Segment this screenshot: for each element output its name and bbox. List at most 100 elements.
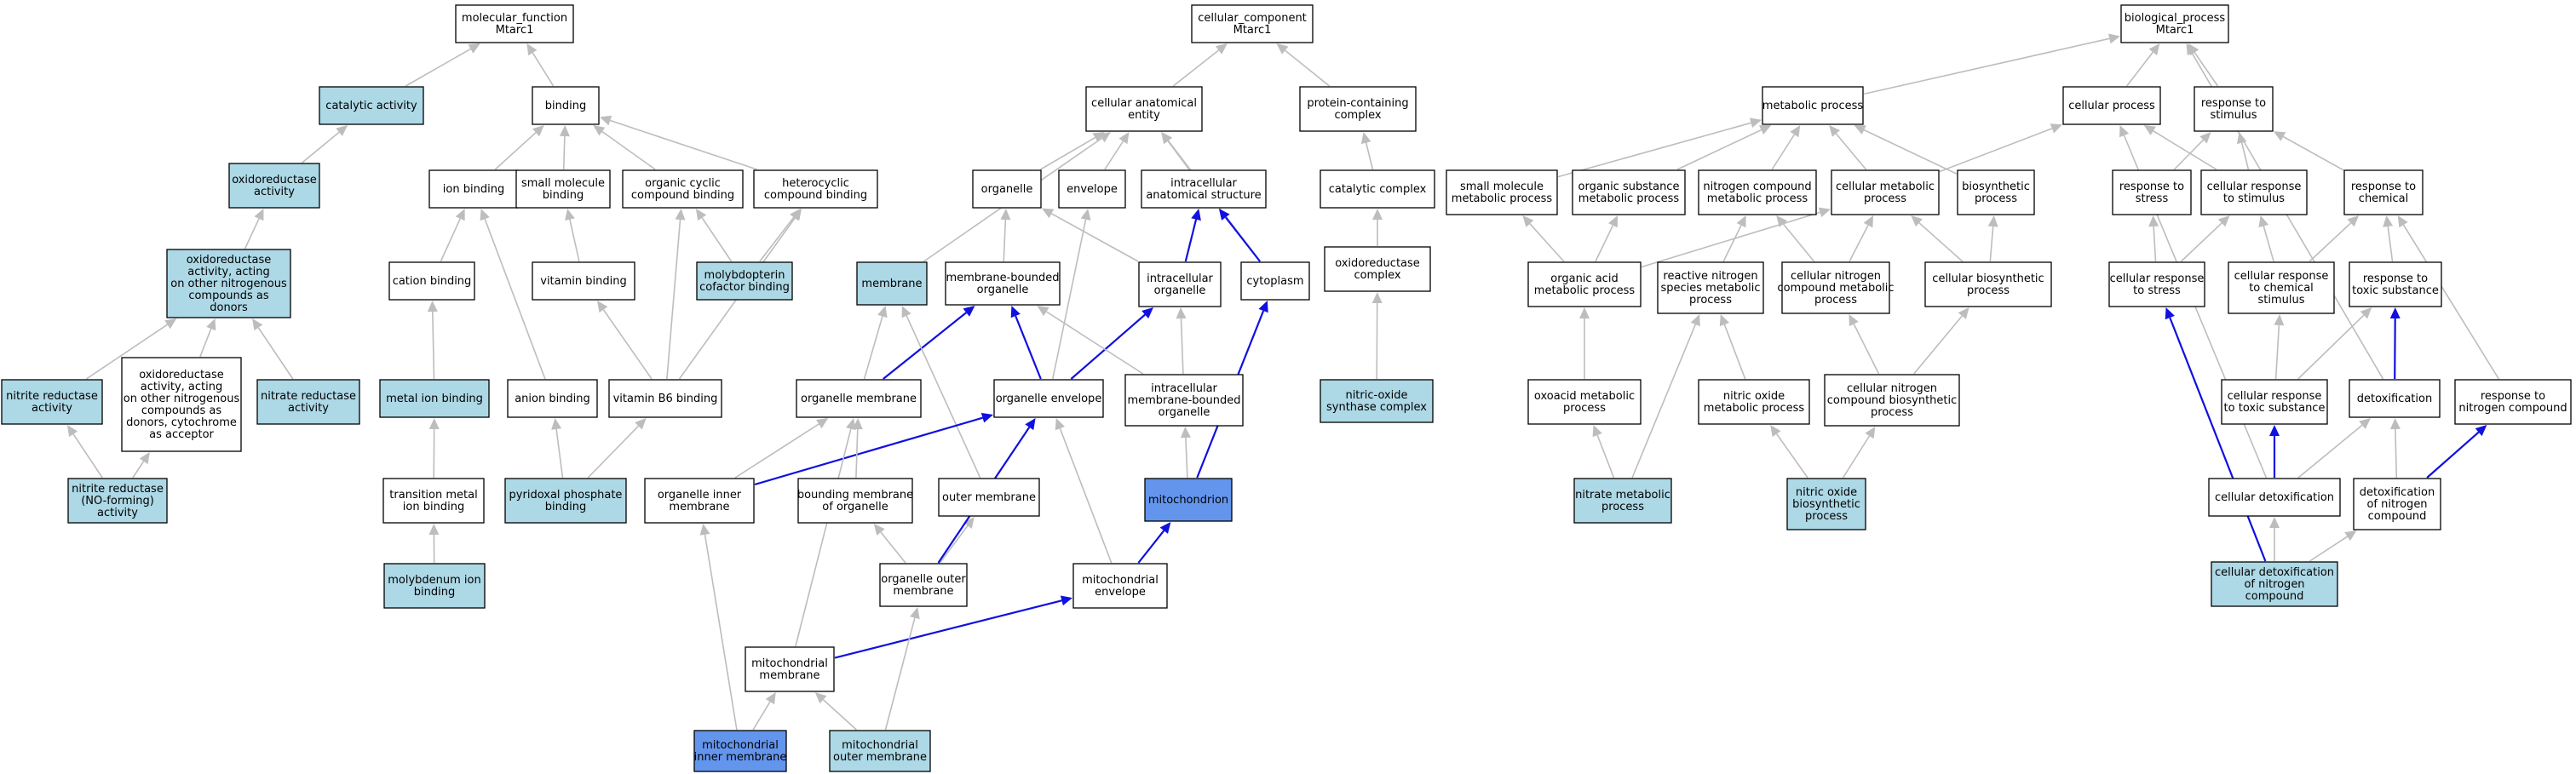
node-label-line: membrane [669, 501, 729, 513]
node-label-line: reactive nitrogen [1663, 270, 1757, 283]
edge-line [405, 48, 471, 87]
node-org-envelope[interactable]: organelle envelope [993, 379, 1104, 418]
edge-line [132, 461, 145, 479]
edge-arrowhead [2383, 215, 2394, 227]
node-cell-detox[interactable]: cellular detoxification [2208, 478, 2341, 517]
node-cation[interactable]: cation binding [388, 261, 475, 301]
node-cellular-proc[interactable]: cellular process [2062, 86, 2161, 125]
node-organelle[interactable]: organelle [972, 169, 1042, 209]
node-anion[interactable]: anion binding [507, 379, 598, 418]
node-label-line: organelle envelope [996, 393, 1102, 405]
node-metal-ion[interactable]: metal ion binding [379, 379, 490, 418]
node-outer-mem[interactable]: outer membrane [938, 478, 1040, 517]
node-org-membrane[interactable]: organelle membrane [796, 379, 922, 418]
edge-ion_binding-to-binding [494, 125, 544, 170]
node-label-line: activity, acting [187, 266, 270, 278]
edge-line [1989, 226, 1994, 262]
node-label-line: activity [254, 186, 295, 198]
edge-line [1059, 427, 1113, 564]
node-catcomplex[interactable]: catalytic complex [1320, 169, 1435, 209]
node-detox[interactable]: detoxification [2349, 379, 2441, 418]
edge-org_envelope-to-intra_org [1070, 307, 1153, 380]
node-metabolic[interactable]: metabolic process [1762, 86, 1864, 125]
edge-line [1771, 134, 1796, 170]
edge-resp_nitro-to-resp_chem [2397, 215, 2499, 380]
edge-arrowhead [1180, 427, 1191, 439]
node-envelope[interactable]: envelope [1058, 169, 1126, 209]
node-membrane[interactable]: membrane [856, 261, 928, 306]
node-mitochondrion[interactable]: mitochondrion [1144, 478, 1233, 522]
node-label-line: response to [2201, 97, 2266, 110]
edge-org_sub-to-metabolic [1676, 125, 1772, 170]
node-vitamin[interactable]: vitamin binding [532, 261, 635, 301]
edge-metal_ion-to-cation [427, 301, 438, 380]
node-cytoplasm[interactable]: cytoplasm [1240, 261, 1310, 301]
node-nitrite-no[interactable]: nitrite reductase(NO-forming)activity [67, 478, 168, 524]
node-binding[interactable]: binding [532, 86, 600, 125]
node-vitb6[interactable]: vitamin B6 binding [608, 379, 722, 418]
edge-org_cyclic-to-binding [593, 125, 656, 170]
edge-line [1185, 437, 1188, 479]
node-ion-binding[interactable]: ion binding [428, 169, 519, 209]
node-catalytic[interactable]: catalytic activity [319, 86, 424, 125]
node-label-line: cellular metabolic [1836, 181, 1935, 193]
node-label-line: nitrite reductase [6, 390, 98, 403]
